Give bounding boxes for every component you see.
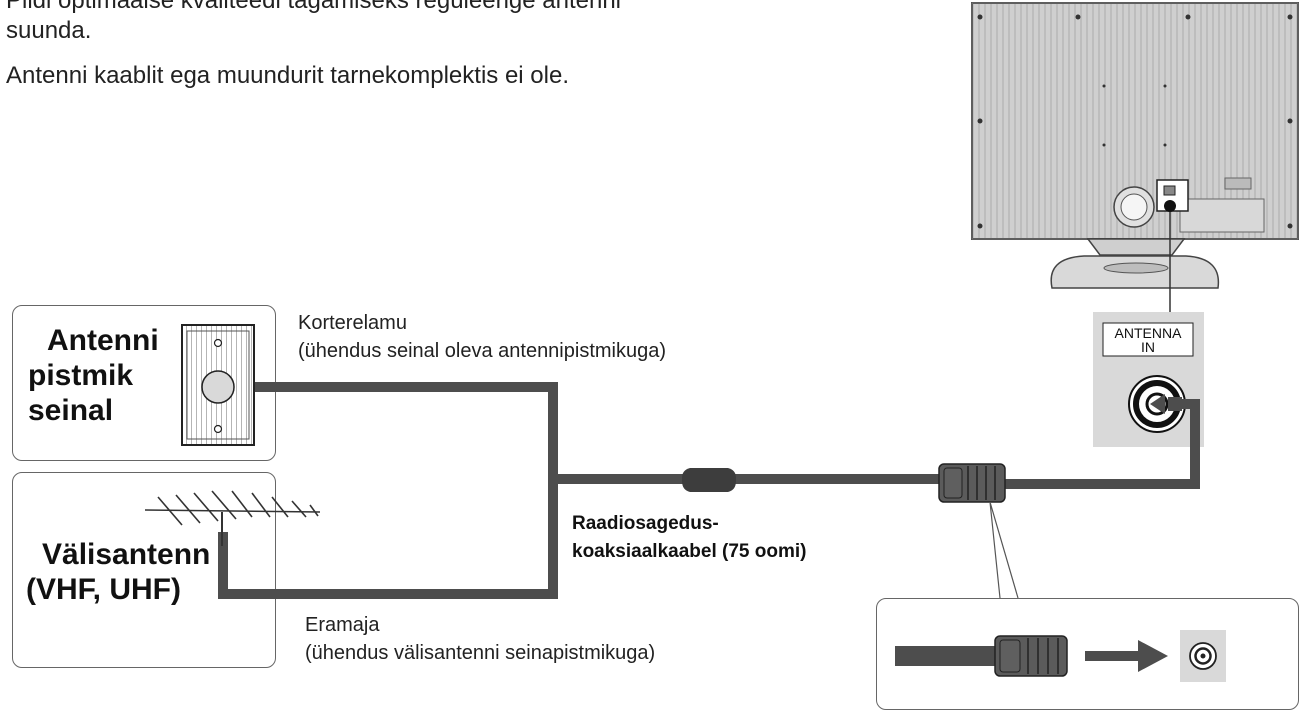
wall-socket-label-1: Antenni	[47, 324, 159, 357]
wall-socket-label-3: seinal	[28, 394, 114, 427]
antenna-in-label-1: ANTENNA	[1114, 325, 1182, 341]
wall-socket-label-2: pistmik	[28, 359, 134, 392]
outdoor-antenna-icon	[144, 490, 321, 546]
tv-back-illustration	[971, 2, 1299, 289]
coax-plug	[938, 463, 1006, 503]
intro-line-1: Pildi optimaalse kvaliteedi tagamiseks r…	[6, 0, 622, 14]
cable-label-1: Raadiosagedus-	[572, 513, 719, 534]
intro-line-2: suunda.	[6, 17, 92, 44]
wall-socket-caption-2: (ühendus seinal oleva antennipistmikuga)	[298, 340, 667, 362]
outdoor-antenna-caption-2: (ühendus välisantenni seinapistmikuga)	[305, 642, 656, 664]
ferrite-core	[682, 468, 736, 492]
outdoor-antenna-caption-1: Eramaja	[305, 614, 380, 636]
antenna-in-label-2: IN	[1141, 339, 1155, 355]
wall-socket-caption-1: Korterelamu	[298, 312, 407, 334]
outdoor-antenna-box	[12, 472, 276, 668]
antenna-in-label-box	[1102, 322, 1194, 357]
cable-label-2: koaksiaalkaabel (75 oomi)	[572, 541, 807, 562]
detail-callout-lines	[989, 501, 1019, 599]
intro-line-3: Antenni kaablit ega muundurit tarnekompl…	[6, 62, 569, 89]
wall-plate-illustration	[181, 324, 255, 446]
outdoor-antenna-label-1: Välisantenn	[42, 538, 211, 571]
coax-cable	[218, 382, 1200, 599]
connector-detail-illustration	[895, 630, 1226, 682]
outdoor-antenna-label-2: (VHF, UHF)	[26, 573, 181, 606]
